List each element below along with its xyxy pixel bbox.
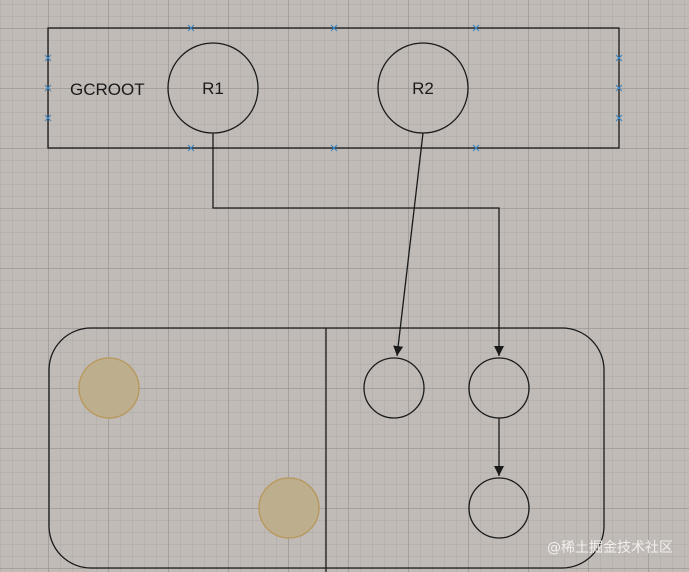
selection-handle [44, 114, 52, 122]
selection-handle [330, 24, 338, 32]
reachable-object-3[interactable] [468, 477, 530, 539]
reference-edge-r2[interactable] [393, 132, 424, 357]
reachable-object-2[interactable] [468, 357, 530, 419]
selection-handle [187, 24, 195, 32]
selection-handle [615, 114, 623, 122]
selection-handle [615, 84, 623, 92]
selection-handle [44, 54, 52, 62]
selection-handle [615, 54, 623, 62]
root-node-r2-label: R2 [412, 79, 434, 98]
gc-root-label: GCROOT [70, 80, 145, 99]
unreachable-object-2[interactable] [258, 477, 320, 539]
selection-handles [44, 24, 623, 152]
selection-handle [187, 144, 195, 152]
root-node-r1-label: R1 [202, 79, 224, 98]
selection-handle [472, 24, 480, 32]
selection-handle [44, 84, 52, 92]
watermark-text: @稀土掘金技术社区 [547, 540, 673, 556]
reference-edge-r1[interactable] [212, 133, 504, 356]
reachable-object-1[interactable] [363, 357, 425, 419]
selection-handle [472, 144, 480, 152]
selection-handle [330, 144, 338, 152]
unreachable-object-1[interactable] [78, 357, 140, 419]
